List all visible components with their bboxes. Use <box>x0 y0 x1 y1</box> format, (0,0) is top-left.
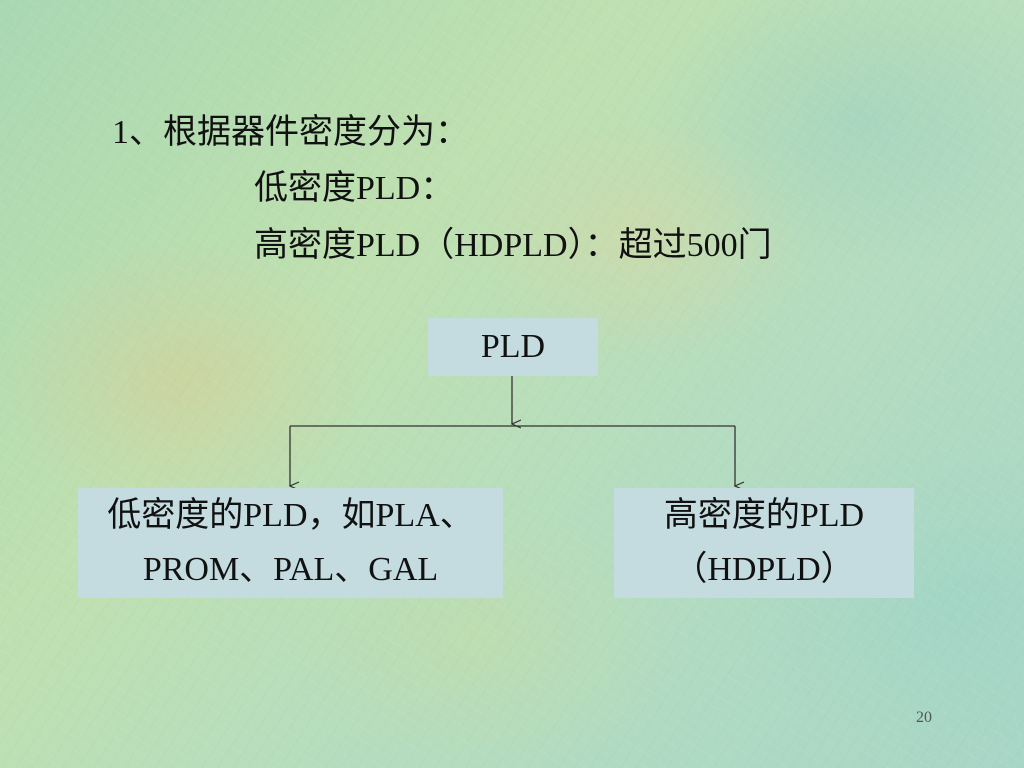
high-density-label-line1: 高密度的PLD <box>663 497 865 534</box>
high-density-item: 高密度PLD（HDPLD）：超过500门 <box>254 227 772 264</box>
low-density-item: 低密度PLD： <box>254 170 455 207</box>
pld-root-box: PLD <box>428 318 598 376</box>
pld-root-label: PLD <box>480 328 546 365</box>
high-density-box: 高密度的PLD （HDPLD） <box>614 488 914 598</box>
slide-heading: 1、根据器件密度分为： <box>112 114 469 151</box>
high-density-label-line2: （HDPLD） <box>673 551 855 588</box>
low-density-label-line1: 低密度的PLD，如PLA、 <box>107 497 474 534</box>
low-density-label-line2: PROM、PAL、GAL <box>142 551 439 588</box>
page-number: 20 <box>916 709 932 726</box>
low-density-box: 低密度的PLD，如PLA、 PROM、PAL、GAL <box>78 488 503 598</box>
